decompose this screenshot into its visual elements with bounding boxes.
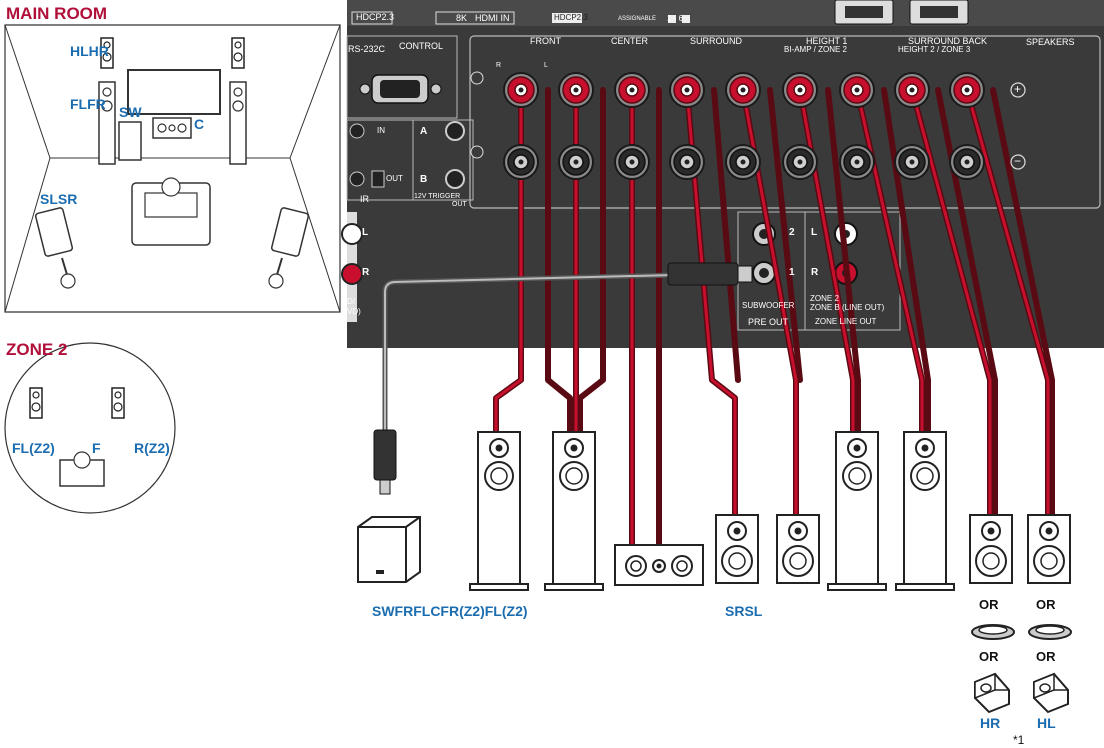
center-speaker-bottom-icon bbox=[614, 544, 704, 586]
zone2-illustration bbox=[4, 342, 176, 514]
enabled-speaker-hl-icon bbox=[1033, 673, 1069, 713]
hl-shelf-speaker-icon bbox=[1027, 514, 1071, 584]
subwoofer-icon bbox=[357, 516, 421, 583]
main-room-illustration bbox=[4, 24, 341, 313]
fr-speaker-icon bbox=[229, 81, 247, 165]
speaker-cables bbox=[493, 87, 1055, 548]
sr-speaker-bottom-icon bbox=[715, 514, 759, 584]
rs232c-port bbox=[359, 74, 442, 104]
fr-z2-floor-speaker-icon bbox=[827, 431, 887, 591]
ceiling-speaker-hr-icon bbox=[971, 624, 1015, 640]
speaker-terminals bbox=[470, 71, 1026, 180]
sl-speaker-bottom-icon bbox=[776, 514, 820, 584]
sr-speaker-icon bbox=[268, 207, 310, 289]
fl-z2-floor-speaker-icon bbox=[895, 431, 955, 591]
sw-icon bbox=[118, 121, 142, 161]
hr-shelf-speaker-icon bbox=[969, 514, 1013, 584]
fl-floor-speaker-icon bbox=[544, 431, 604, 591]
enabled-speaker-hr-icon bbox=[974, 673, 1010, 713]
fr-floor-speaker-icon bbox=[469, 431, 529, 591]
fl-speaker-icon bbox=[98, 81, 116, 165]
hr-speaker-icon bbox=[231, 37, 245, 69]
subwoofer-cable bbox=[373, 262, 753, 495]
ceiling-speaker-hl-icon bbox=[1028, 624, 1072, 640]
center-speaker-icon bbox=[152, 117, 192, 139]
hl-speaker-icon bbox=[100, 37, 114, 69]
sofa-icon bbox=[131, 177, 211, 246]
sl-speaker-icon bbox=[34, 207, 76, 289]
